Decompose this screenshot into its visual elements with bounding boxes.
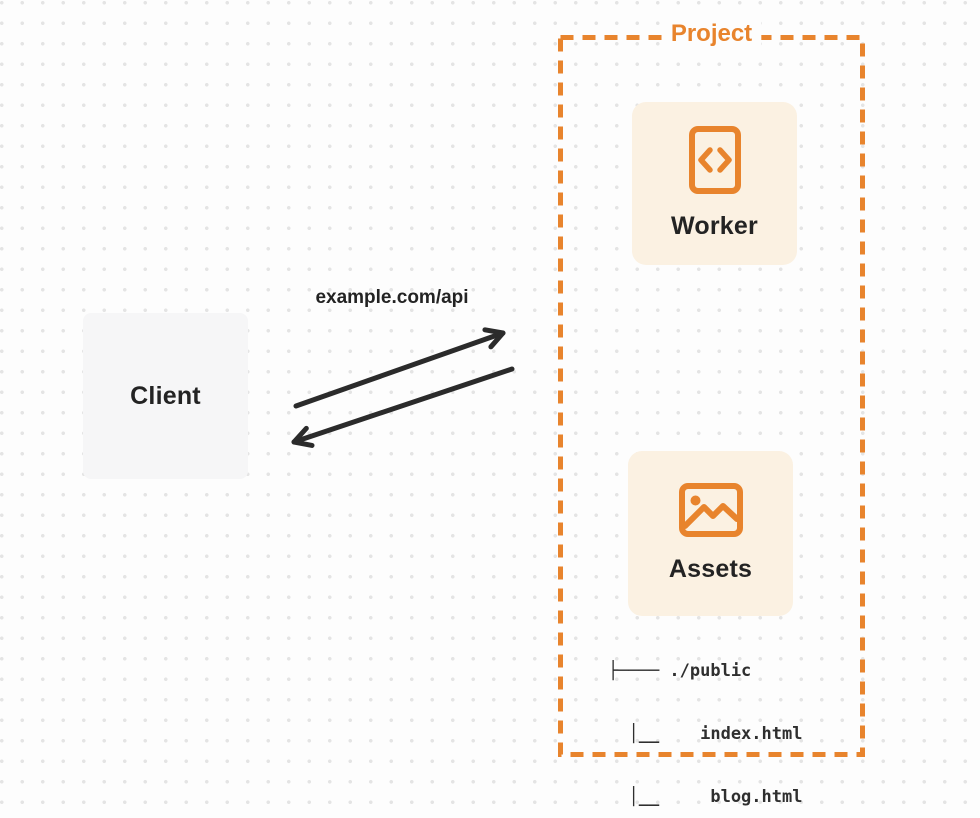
worker-node: Worker — [632, 102, 797, 265]
assets-label: Assets — [668, 555, 753, 583]
tree-line-index: │__ index.html — [608, 724, 803, 744]
tree-line-public: ├──── ./public — [608, 661, 752, 681]
file-tree: ├──── ./public │__ index.html │__ blog.h… — [608, 619, 802, 818]
image-icon — [678, 483, 743, 537]
code-file-icon — [688, 126, 741, 194]
client-node: Client — [83, 313, 248, 479]
request-url-label: example.com/api — [315, 287, 469, 308]
assets-node: Assets — [628, 451, 793, 616]
project-label: Project — [661, 20, 762, 48]
project-group: Project Worker Assets ├──── ./public │__… — [558, 20, 865, 807]
request-arrow — [293, 327, 506, 409]
tree-line-blog: │__ blog.html — [608, 787, 803, 807]
worker-label: Worker — [671, 212, 758, 240]
project-dashed-border — [558, 35, 865, 757]
response-arrow — [291, 366, 515, 448]
client-label: Client — [130, 381, 201, 410]
